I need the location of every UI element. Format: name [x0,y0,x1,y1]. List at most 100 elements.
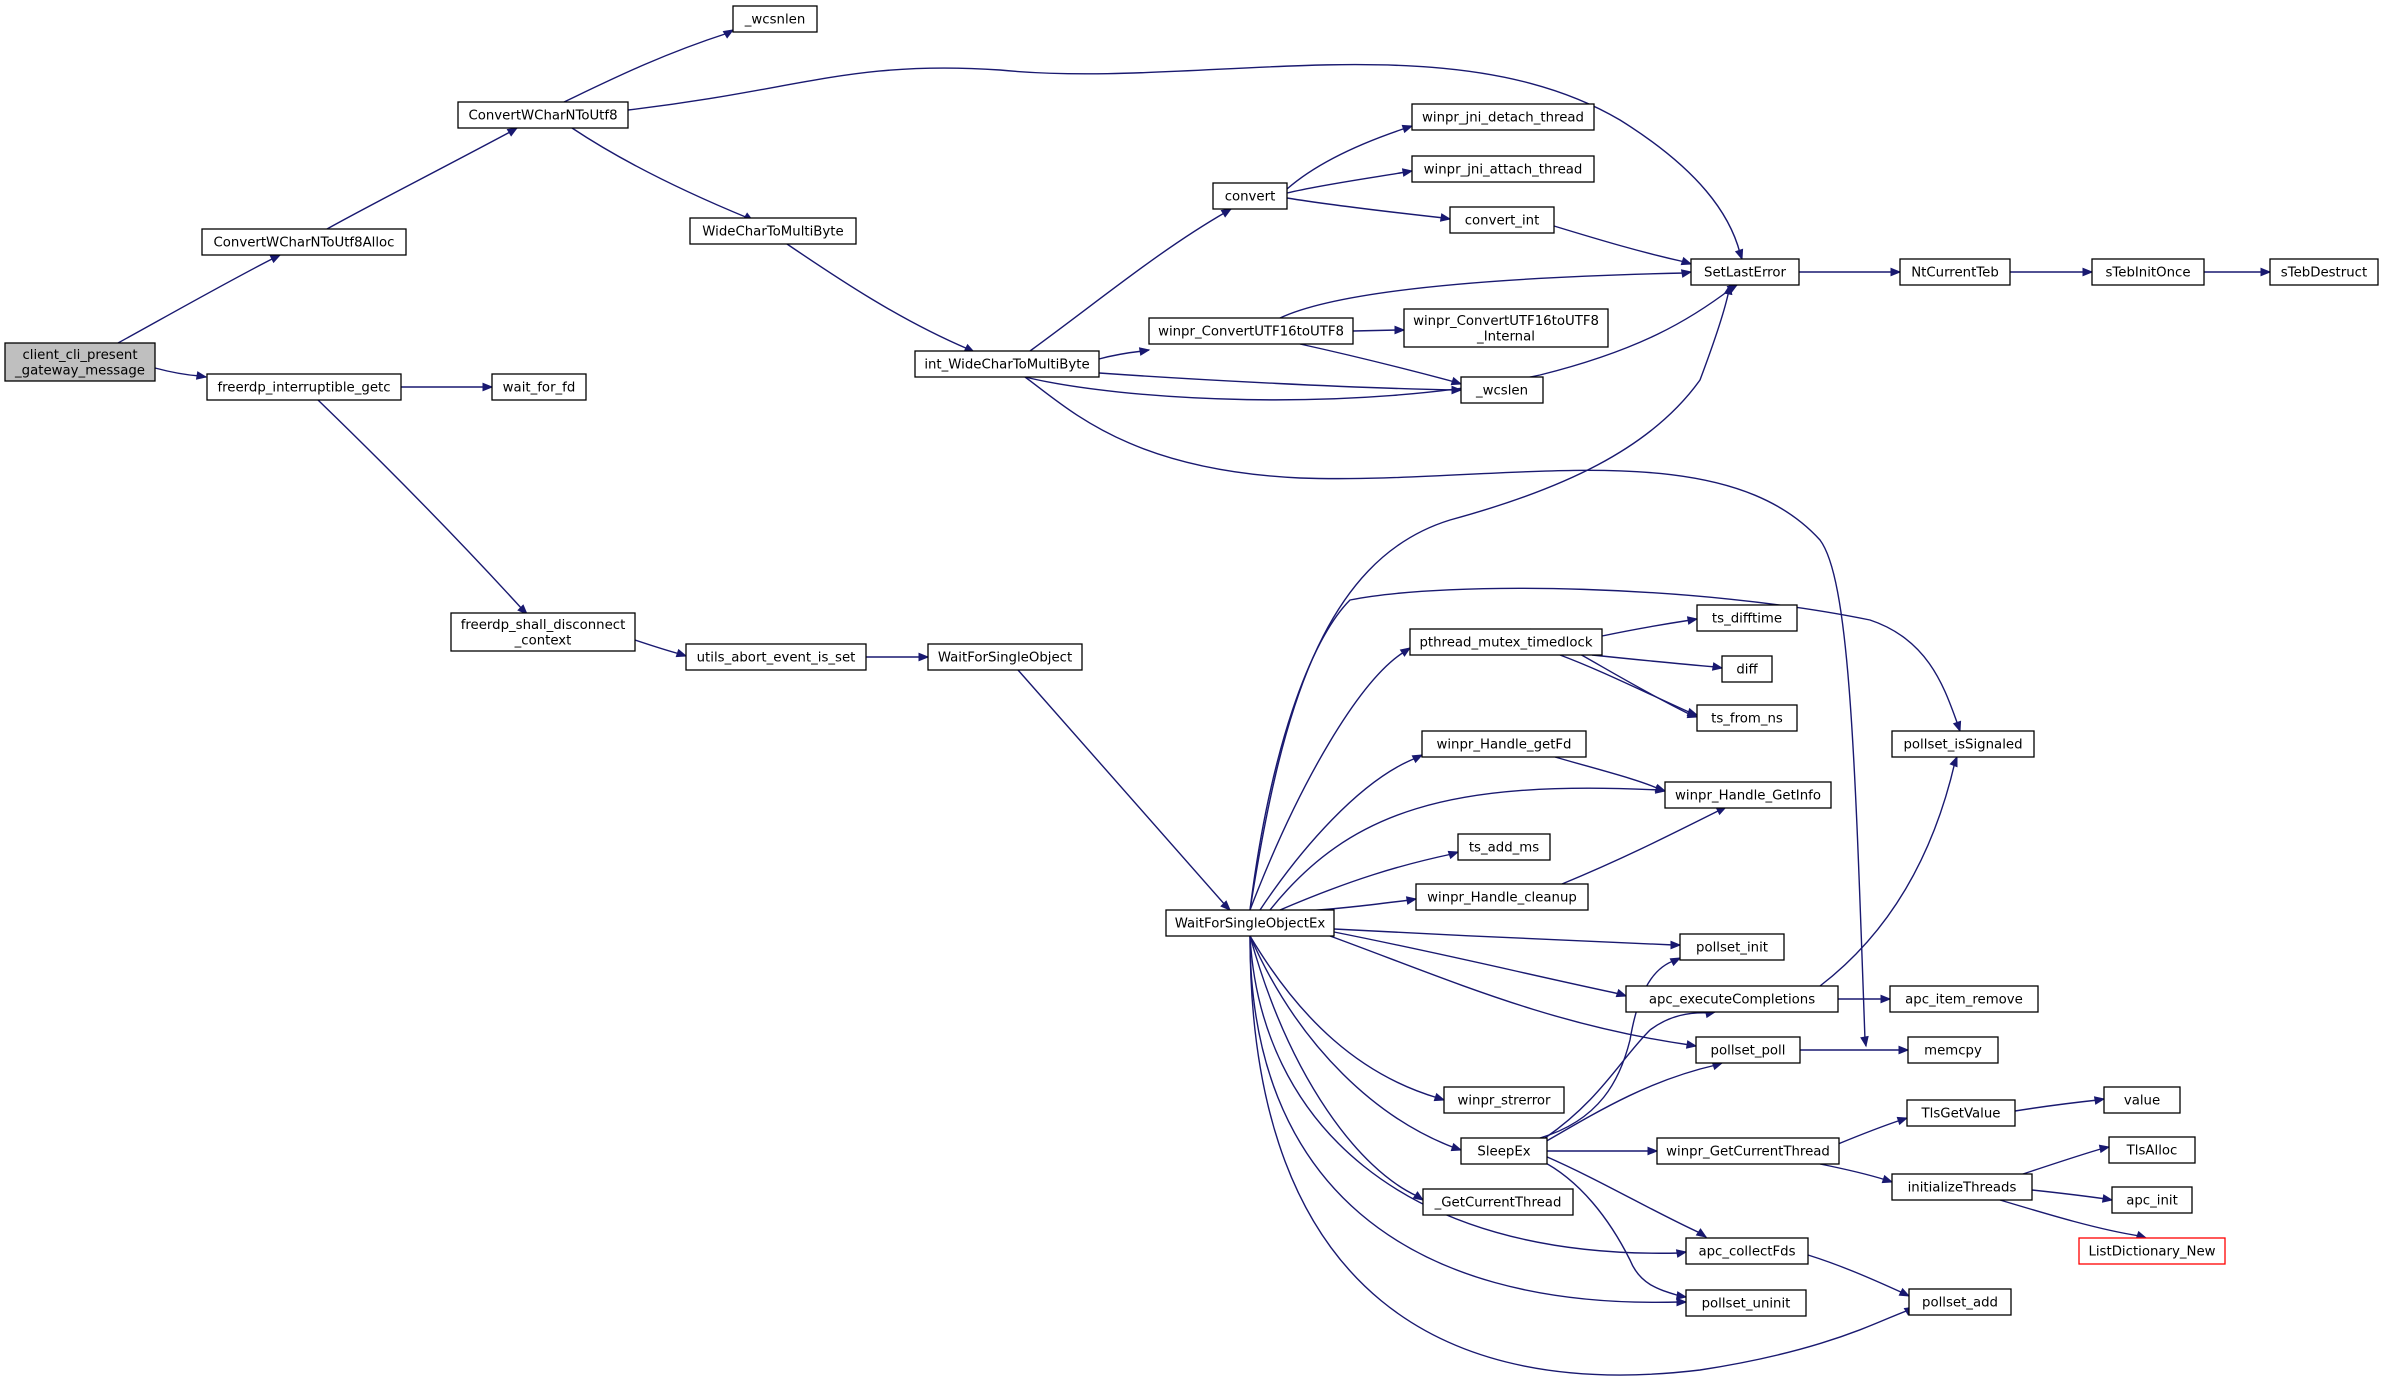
node-tlsalloc[interactable]: TlsAlloc [2108,1136,2196,1164]
call-edge [1249,935,1688,1307]
node-convert-int[interactable]: convert_int [1449,206,1555,234]
call-edge [634,639,688,658]
edge-line [1286,170,1413,194]
edge-line [1098,372,1461,391]
node-winpr-jni-attach-thread[interactable]: winpr_jni_attach_thread [1411,155,1595,183]
node-freerdp-interruptible-getc[interactable]: freerdp_interruptible_getc [206,373,402,401]
node-label: sTebDestruct [2281,266,2367,281]
node-listdictionary-new[interactable]: ListDictionary_New [2078,1237,2226,1265]
node-box [2108,1136,2196,1164]
node-value[interactable]: value [2103,1086,2181,1114]
node-ts-add-ms[interactable]: ts_add_ms [1457,833,1551,861]
node-box [1460,376,1544,404]
node-apc-init[interactable]: apc_init [2111,1186,2193,1214]
node-box [1891,1173,2033,1201]
edge-line [1544,1155,1707,1238]
node-ts-from-ns[interactable]: ts_from_ns [1696,704,1798,732]
node-stebinitonce[interactable]: sTebInitOnce [2091,258,2205,286]
call-edge [1249,935,1463,1152]
node-label: _context [514,633,572,648]
node-apc-item-remove[interactable]: apc_item_remove [1889,985,2039,1013]
node--getcurrentthread[interactable]: _GetCurrentThread [1422,1188,1574,1216]
node-pollset-add[interactable]: pollset_add [1908,1288,2012,1316]
node-tlsgetvalue[interactable]: TlsGetValue [1906,1099,2016,1127]
node-pthread-mutex-timedlock[interactable]: pthread_mutex_timedlock [1409,628,1603,656]
node-memcpy[interactable]: memcpy [1907,1036,1999,1064]
node-label: pollset_isSignaled [1903,738,2022,753]
node-utils-abort-event-is-set[interactable]: utils_abort_event_is_set [685,643,867,671]
call-edge [1098,372,1463,395]
edge-line [1561,806,1727,885]
call-edge [1029,208,1233,352]
call-edge [1800,1045,1910,1055]
node-client-cli-present-gateway-message[interactable]: client_cli_present_gateway_message [4,342,156,382]
node-waitforsingleobject[interactable]: WaitForSingleObject [927,643,1083,671]
node-label: client_cli_present [22,348,137,363]
call-edge [1249,587,1962,911]
node-label: _gateway_message [14,363,145,378]
arrow-head [918,652,930,662]
edge-line [1279,271,1692,319]
node-stebdestruct[interactable]: sTebDestruct [2269,258,2379,286]
arrow-head [1451,385,1463,395]
call-edge [1838,994,1892,1004]
node-box [2103,1086,2181,1114]
arrow-head [1447,850,1460,860]
node-pollset-issignaled[interactable]: pollset_isSignaled [1891,730,2035,758]
edge-line [1286,125,1413,190]
node-pollset-init[interactable]: pollset_init [1679,933,1785,961]
node-label: pollset_uninit [1702,1297,1791,1312]
node-winpr-convertutf16toutf8-internal[interactable]: winpr_ConvertUTF16toUTF8_Internal [1403,308,1609,348]
edge-line [1249,284,1731,911]
node-winpr-strerror[interactable]: winpr_strerror [1443,1086,1565,1114]
node-pollset-uninit[interactable]: pollset_uninit [1685,1289,1807,1317]
node-convertwcharntoutf8alloc[interactable]: ConvertWCharNToUtf8Alloc [201,228,407,256]
node-winpr-jni-detach-thread[interactable]: winpr_jni_detach_thread [1411,103,1595,131]
node--wcsnlen[interactable]: _wcsnlen [732,5,818,33]
node-convertwcharntoutf8[interactable]: ConvertWCharNToUtf8 [457,101,629,129]
call-edge [1249,647,1412,911]
node-pollset-poll[interactable]: pollset_poll [1695,1036,1801,1064]
call-edge [1544,1155,1708,1238]
node-label: winpr_GetCurrentThread [1666,1145,1830,1160]
node-wait-for-fd[interactable]: wait_for_fd [491,373,587,401]
node-winpr-handle-getinfo[interactable]: winpr_Handle_GetInfo [1664,781,1832,809]
arrow-head [1401,124,1414,134]
node-ts-difftime[interactable]: ts_difftime [1696,604,1798,632]
node-label: ts_from_ns [1711,712,1783,727]
arrow-head [1138,347,1151,356]
node-apc-collectfds[interactable]: apc_collectFds [1685,1237,1809,1265]
node--wcslen[interactable]: _wcslen [1460,376,1544,404]
arrow-head [2260,267,2272,277]
node-label: winpr_jni_attach_thread [1424,163,1583,178]
node-convert[interactable]: convert [1212,182,1288,210]
node-int-widechartomultibyte[interactable]: int_WideCharToMultiByte [914,350,1100,378]
arrow-head [1949,755,1958,768]
node-label: _wcsnlen [744,13,806,28]
node-winpr-getcurrentthread[interactable]: winpr_GetCurrentThread [1656,1137,1840,1165]
node-freerdp-shall-disconnect-context[interactable]: freerdp_shall_disconnect_context [450,612,636,652]
node-winpr-convertutf16toutf8[interactable]: winpr_ConvertUTF16toUTF8 [1148,317,1354,345]
node-winpr-handle-cleanup[interactable]: winpr_Handle_cleanup [1415,883,1589,911]
node-sleepex[interactable]: SleepEx [1460,1137,1548,1165]
node-label: apc_collectFds [1698,1245,1795,1260]
arrow-head [1220,208,1233,218]
arrow-head [1412,1191,1425,1201]
call-edge [1333,928,1682,950]
node-box [1664,781,1832,809]
call-edge [1547,1146,1659,1156]
edge-line [1249,935,1462,1151]
node-initializethreads[interactable]: initializeThreads [1891,1173,2033,1201]
node-box [206,373,402,401]
node-widechartomultibyte[interactable]: WideCharToMultiByte [689,217,857,245]
node-waitforsingleobjectex[interactable]: WaitForSingleObjectEx [1165,909,1335,937]
node-ntcurrentteb[interactable]: NtCurrentTeb [1899,258,2011,286]
node-winpr-handle-getfd[interactable]: winpr_Handle_getFd [1421,730,1587,758]
node-box [2111,1186,2193,1214]
node-apc-executecompletions[interactable]: apc_executeCompletions [1625,985,1839,1013]
node-diff[interactable]: diff [1721,655,1773,683]
node-label: diff [1736,663,1758,678]
node-label: ConvertWCharNToUtf8 [468,109,617,124]
edge-line [1249,935,1445,1101]
node-setlasterror[interactable]: SetLastError [1690,258,1800,286]
